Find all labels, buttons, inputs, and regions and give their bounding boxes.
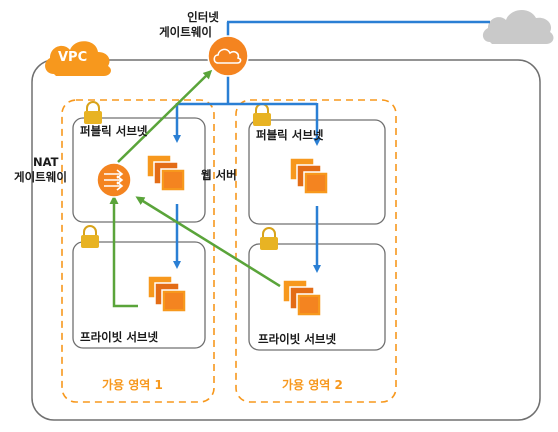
lock-icon — [84, 101, 102, 124]
lock-icon — [253, 103, 271, 126]
internet-gateway-label: 인터넷 — [187, 10, 219, 24]
availability-zone-1-label: 가용 영역 1 — [102, 378, 163, 392]
nat-traffic-arrows — [109, 69, 281, 308]
vpc-boundary — [31, 59, 541, 421]
lock-icon — [81, 225, 99, 248]
private-subnet-label-az2: 프라이빗 서브넷 — [258, 332, 337, 346]
availability-zone-1 — [61, 99, 215, 403]
nat-gateway-label: 게이트웨이 — [14, 170, 67, 184]
public-subnet-label-az2: 퍼블릭 서브넷 — [256, 128, 324, 142]
availability-zone-2 — [235, 99, 397, 403]
internet-cloud-icon — [482, 9, 554, 44]
internet-gateway-label: 게이트웨이 — [159, 25, 212, 39]
public-subnet-label-az1: 퍼블릭 서브넷 — [80, 124, 148, 138]
vpc-badge-icon — [45, 41, 111, 76]
availability-zone-2-label: 가용 영역 2 — [282, 378, 343, 392]
igw-routing-lines — [173, 76, 321, 273]
public-subnet-az1 — [72, 117, 206, 223]
nat-gateway-icon — [96, 162, 132, 198]
private-subnet-az1 — [72, 241, 206, 349]
private-subnet-label-az1: 프라이빗 서브넷 — [80, 330, 159, 344]
web-server-label: 웹 서버 — [201, 168, 237, 182]
vpc-label: VPC — [58, 50, 88, 65]
internet-gateway-icon — [207, 35, 249, 77]
lock-icon — [260, 227, 278, 250]
nat-gateway-label: NAT — [33, 155, 59, 169]
